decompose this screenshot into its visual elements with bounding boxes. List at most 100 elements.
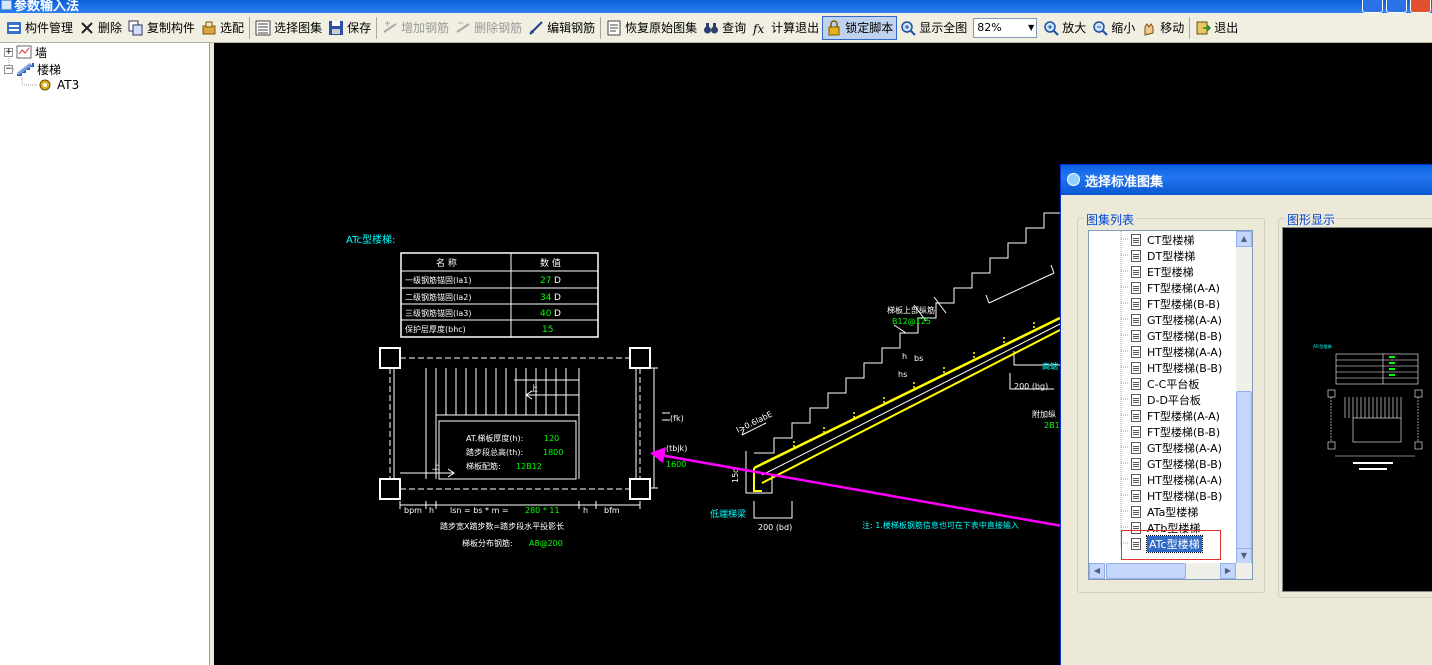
atlas-list-item[interactable]: HT型楼梯(B-B) bbox=[1131, 360, 1222, 376]
tree-node-stair[interactable]: − 楼梯 bbox=[4, 61, 61, 77]
atlas-list-item[interactable]: ATa型楼梯 bbox=[1131, 504, 1198, 520]
atlas-list-item[interactable]: GT型楼梯(B-B) bbox=[1131, 456, 1222, 472]
atlas-list-item-label: ET型楼梯 bbox=[1147, 266, 1194, 279]
zoom-select[interactable]: 82%▼ bbox=[973, 17, 1038, 38]
lock-script-button[interactable]: 锁定脚本 bbox=[822, 15, 898, 40]
atlas-list-item-label: GT型楼梯(A-A) bbox=[1147, 314, 1222, 327]
table-row-unit: D bbox=[554, 276, 561, 286]
select-match-button[interactable]: 选配 bbox=[198, 16, 247, 40]
dialog-title-bar[interactable]: 选择标准图集 bbox=[1061, 165, 1432, 195]
scroll-thumb[interactable] bbox=[1236, 391, 1252, 549]
atlas-list-group-title: 图集列表 bbox=[1084, 211, 1137, 228]
close-button[interactable] bbox=[1410, 0, 1431, 13]
atlas-list-item[interactable]: C-C平台板 bbox=[1131, 376, 1199, 392]
atlas-list-item[interactable]: FT型楼梯(B-B) bbox=[1131, 424, 1220, 440]
atlas-list-item[interactable]: HT型楼梯(B-B) bbox=[1131, 488, 1222, 504]
atlas-list-item-label: FT型楼梯(A-A) bbox=[1147, 410, 1220, 423]
document-icon bbox=[1131, 378, 1141, 390]
atlas-list-item[interactable]: GT型楼梯(A-A) bbox=[1131, 440, 1222, 456]
exit-icon bbox=[1195, 20, 1212, 36]
plan-distribution-label: 梯板分布钢筋: bbox=[462, 538, 513, 548]
atlas-list-item[interactable]: ATc型楼梯 bbox=[1131, 535, 1203, 553]
atlas-list-item-label: CT型楼梯 bbox=[1147, 234, 1195, 247]
plan-bfm-label: bfm bbox=[604, 506, 620, 515]
tree-node-wall[interactable]: + 墙 bbox=[4, 44, 47, 60]
collapse-icon[interactable]: − bbox=[4, 63, 13, 74]
move-button[interactable]: 移动 bbox=[1138, 16, 1187, 40]
remove-rebar-icon bbox=[455, 20, 471, 36]
list-horizontal-scrollbar[interactable]: ◀ ▶ bbox=[1089, 563, 1252, 579]
zoom-in-icon bbox=[1043, 20, 1059, 36]
atlas-list-item[interactable]: GT型楼梯(A-A) bbox=[1131, 312, 1222, 328]
toolbar-label: 放大 bbox=[1062, 21, 1087, 35]
atlas-list-item[interactable]: HT型楼梯(A-A) bbox=[1131, 344, 1222, 360]
zoom-out-button[interactable]: 缩小 bbox=[1089, 16, 1138, 40]
toolbar-label: 计算退出 bbox=[771, 21, 820, 35]
copy-component-button[interactable]: 复制构件 bbox=[125, 16, 198, 40]
scroll-up-icon[interactable]: ▲ bbox=[1236, 231, 1252, 247]
pane-splitter[interactable] bbox=[210, 43, 214, 665]
main-toolbar: 构件管理 删除 复制构件 选配 选择图集 保存 增加钢筋 删除钢筋 编辑钢筋 恢… bbox=[0, 13, 1432, 43]
expand-icon[interactable]: + bbox=[4, 46, 13, 57]
query-button[interactable]: 查询 bbox=[700, 16, 749, 40]
atlas-list-item-label: C-C平台板 bbox=[1147, 378, 1200, 391]
maximize-button[interactable] bbox=[1386, 0, 1407, 13]
preview-canvas: ATc型楼梯: bbox=[1282, 227, 1432, 592]
tree-node-at3[interactable]: AT3 bbox=[38, 77, 79, 93]
save-button[interactable]: 保存 bbox=[325, 16, 374, 40]
zoom-in-button[interactable]: 放大 bbox=[1040, 16, 1089, 40]
atlas-list-item-label: FT型楼梯(B-B) bbox=[1147, 298, 1221, 311]
toolbar-separator bbox=[600, 16, 602, 39]
scroll-left-icon[interactable]: ◀ bbox=[1089, 563, 1105, 579]
minimize-button[interactable] bbox=[1362, 0, 1383, 13]
restore-atlas-button[interactable]: 恢复原始图集 bbox=[603, 16, 700, 40]
app-icon bbox=[1, 0, 12, 10]
atlas-list-item[interactable]: FT型楼梯(B-B) bbox=[1131, 296, 1220, 312]
scroll-right-icon[interactable]: ▶ bbox=[1220, 563, 1236, 579]
document-icon bbox=[1131, 458, 1141, 470]
toolbar-label: 删除 bbox=[98, 21, 123, 35]
atlas-list-item-label: GT型楼梯(A-A) bbox=[1147, 442, 1222, 455]
atlas-list-item[interactable]: ATb型楼梯 bbox=[1131, 520, 1200, 536]
toolbar-label: 保存 bbox=[347, 21, 372, 35]
document-icon bbox=[1131, 314, 1141, 326]
atlas-list-item-label: HT型楼梯(A-A) bbox=[1147, 346, 1223, 359]
list-tree-lines bbox=[1120, 231, 1129, 549]
remove-rebar-button[interactable]: 删除钢筋 bbox=[452, 16, 525, 40]
atlas-list-item-label: GT型楼梯(B-B) bbox=[1147, 330, 1223, 343]
atlas-list-item[interactable]: FT型楼梯(A-A) bbox=[1131, 280, 1220, 296]
chevron-down-icon[interactable]: ▼ bbox=[1028, 23, 1035, 32]
title-bar: 参数输入法 bbox=[0, 0, 1432, 13]
plan-tbjk-value: 1600 bbox=[666, 460, 686, 469]
scroll-thumb[interactable] bbox=[1106, 563, 1186, 579]
atlas-list-item[interactable]: DT型楼梯 bbox=[1131, 248, 1195, 264]
atlas-list-item-label: ATc型楼梯 bbox=[1146, 535, 1203, 553]
toolbar-separator bbox=[1189, 16, 1191, 39]
atlas-list-item[interactable]: D-D平台板 bbox=[1131, 392, 1201, 408]
atlas-list-item[interactable]: GT型楼梯(B-B) bbox=[1131, 328, 1222, 344]
preview-drawing: ATc型楼梯: bbox=[1313, 343, 1423, 470]
delete-button[interactable]: 删除 bbox=[76, 16, 125, 40]
atlas-list-item-label: HT型楼梯(B-B) bbox=[1147, 362, 1223, 375]
scroll-down-icon[interactable]: ▼ bbox=[1236, 548, 1252, 564]
atlas-list-item[interactable]: ET型楼梯 bbox=[1131, 264, 1194, 280]
lock-icon bbox=[826, 19, 842, 36]
plan-h-label: h bbox=[583, 506, 588, 515]
atlas-list-item[interactable]: HT型楼梯(A-A) bbox=[1131, 472, 1222, 488]
component-manage-button[interactable]: 构件管理 bbox=[3, 16, 76, 40]
list-vertical-scrollbar[interactable]: ▲ ▼ bbox=[1236, 231, 1252, 564]
select-atlas-button[interactable]: 选择图集 bbox=[252, 16, 325, 40]
atlas-list-item[interactable]: FT型楼梯(A-A) bbox=[1131, 408, 1220, 424]
exit-button[interactable]: 退出 bbox=[1192, 16, 1241, 40]
show-all-button[interactable]: 显示全图 bbox=[897, 16, 970, 40]
edit-rebar-button[interactable]: 编辑钢筋 bbox=[525, 16, 598, 40]
document-icon bbox=[1131, 506, 1141, 518]
floppy-save-icon bbox=[328, 20, 344, 36]
cad-drawing: ATc型楼梯: 名 称 数 值 一级钢筋锚固(la1) 27 D 二级钢筋锚固(… bbox=[346, 198, 1125, 548]
add-rebar-button[interactable]: 增加钢筋 bbox=[379, 16, 452, 40]
atlas-list-item[interactable]: CT型楼梯 bbox=[1131, 232, 1194, 248]
section-additional-label: 附加纵 bbox=[1032, 409, 1056, 419]
atlas-list-item-label: FT型楼梯(B-B) bbox=[1147, 426, 1221, 439]
